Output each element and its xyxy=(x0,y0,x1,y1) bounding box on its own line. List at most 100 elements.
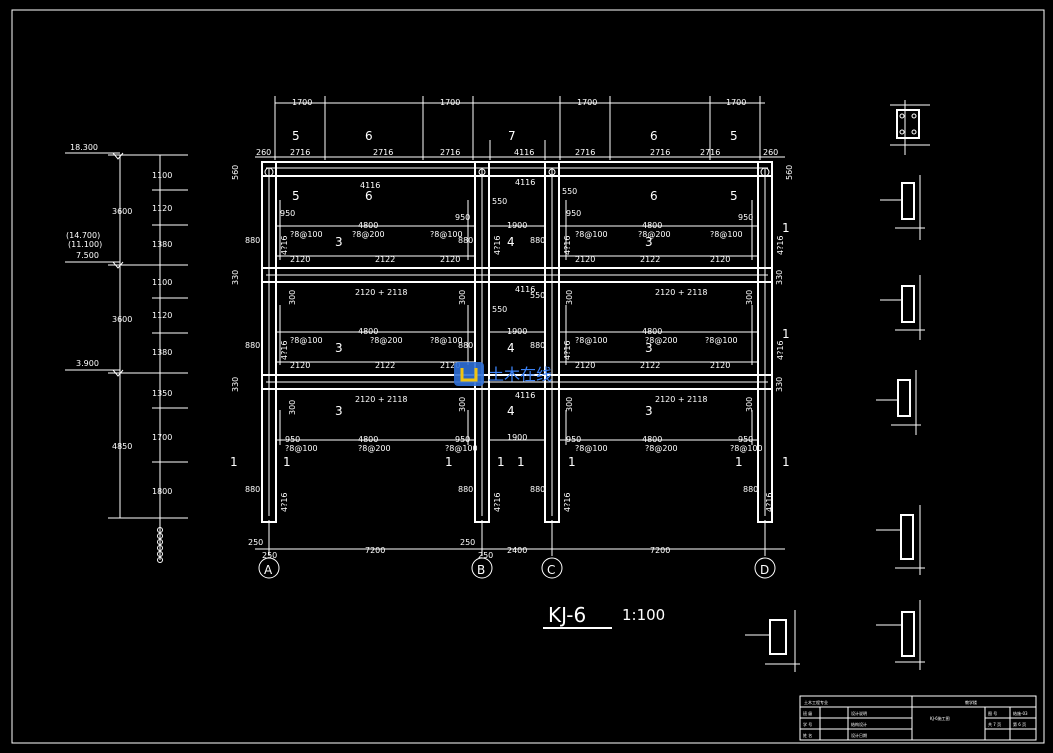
mark-5a: 5 xyxy=(292,129,300,143)
tb-sheet-title: KJ-6施工图 xyxy=(930,715,950,721)
top-row-5: 2716 xyxy=(575,148,595,157)
seg-2: 1120 xyxy=(152,204,172,213)
axis-bubble-d xyxy=(754,557,776,579)
hook-b2: 880 xyxy=(458,341,473,350)
hook-b1: 880 xyxy=(458,485,473,494)
depth-a2: 300 xyxy=(288,290,297,305)
vert-3: 330 xyxy=(231,377,240,392)
elev-label-3: (11.100) xyxy=(68,240,102,249)
col-b-label2: 4?16 xyxy=(493,235,502,255)
col2-a: 550 xyxy=(562,187,577,196)
mark-3d: 3 xyxy=(645,341,653,355)
stirrup-c3: ?8@200 xyxy=(638,230,671,239)
elev-label-5: 3.900 xyxy=(76,359,99,368)
col-b-label: 4?16 xyxy=(493,492,502,512)
hook-a2: 880 xyxy=(245,341,260,350)
stirrup2-d2: ?8@100 xyxy=(705,336,738,345)
hook-c1: 880 xyxy=(530,485,545,494)
mark-4c: 4 xyxy=(507,404,515,418)
mark-1j: 1 xyxy=(782,455,790,469)
axis-bubble-c xyxy=(541,557,563,579)
stirrup2-b2: ?8@100 xyxy=(430,336,463,345)
top-row-4: 4116 xyxy=(514,148,534,157)
mid2-a3: 2120 xyxy=(440,361,460,370)
seg-7: 1350 xyxy=(152,389,172,398)
tb-school: 土木工程专业 xyxy=(804,699,828,705)
mid2-c3: 2120 xyxy=(710,361,730,370)
rebar-top-c: 4116 xyxy=(515,178,535,187)
tb-right-4: 第 6 页 xyxy=(1013,721,1026,727)
bottom-off-2: 250 xyxy=(262,551,277,560)
top-end-2: 260 xyxy=(763,148,778,157)
title-block: 土木工程专业 教学楼 KJ-6施工图 班 级 学 号 姓 名 设计说明 结构设计… xyxy=(799,695,1037,741)
elev-label-2: (14.700) xyxy=(66,231,100,240)
mark-3b: 3 xyxy=(645,235,653,249)
mid2-c1: 2120 xyxy=(575,361,595,370)
top-dim-2: 1700 xyxy=(440,98,460,107)
col-d-label3: 4?16 xyxy=(776,340,785,360)
col-c-label: 4?16 xyxy=(563,492,572,512)
section-7 xyxy=(769,619,787,655)
storey-height-3: 4850 xyxy=(112,442,132,451)
elev-label-1: 18.300 xyxy=(70,143,98,152)
mark-6d: 6 xyxy=(650,189,658,203)
col-a-label3: 4?16 xyxy=(280,340,289,360)
tb-row-2: 学 号 xyxy=(803,721,812,727)
vert-top: 560 xyxy=(785,165,794,180)
end-d1: 950 xyxy=(738,435,753,444)
col-d-label: 4?16 xyxy=(765,492,774,512)
mid2-a2: 2122 xyxy=(375,361,395,370)
section-1 xyxy=(896,109,920,139)
top-row-6: 2716 xyxy=(650,148,670,157)
mark-4a: 4 xyxy=(507,235,515,249)
drawing-scale: 1:100 xyxy=(622,606,665,624)
col2-c: 550 xyxy=(492,197,507,206)
rebar-top-c1: 4116 xyxy=(515,391,535,400)
top-dim-4: 1700 xyxy=(726,98,746,107)
top-dim-1: 1700 xyxy=(292,98,312,107)
span-label-a2: 4800 xyxy=(358,327,378,336)
tb-right-3: 结施-03 xyxy=(1013,710,1028,716)
span-b1: 1900 xyxy=(507,433,527,442)
axis-bubble-a xyxy=(258,557,280,579)
tb-row-3: 姓 名 xyxy=(803,732,812,738)
storey-height-2: 3600 xyxy=(112,315,132,324)
lap-c1: 2120 + 2118 xyxy=(655,395,708,404)
span-label-c3: 4800 xyxy=(642,221,662,230)
mark-7: 7 xyxy=(508,129,516,143)
hook-d1: 880 xyxy=(743,485,758,494)
vert-5: 330 xyxy=(775,377,784,392)
section-5 xyxy=(900,514,914,560)
section-3 xyxy=(901,285,915,323)
col-a-label: 4?16 xyxy=(280,492,289,512)
mark-1b: 1 xyxy=(782,327,790,341)
depth-c2: 300 xyxy=(565,290,574,305)
mid2-a1: 2120 xyxy=(290,361,310,370)
mark-3f: 3 xyxy=(645,404,653,418)
mark-6b: 6 xyxy=(650,129,658,143)
depth-c1: 300 xyxy=(565,397,574,412)
hook-a3: 880 xyxy=(245,236,260,245)
watermark-text: 土木在线 xyxy=(488,365,552,384)
stirrup-a1: ?8@200 xyxy=(358,444,391,453)
stirrup2-d1: ?8@100 xyxy=(730,444,763,453)
rebar-top-c2: 4116 xyxy=(515,285,535,294)
mid-c3: 2120 xyxy=(710,255,730,264)
mark-1g: 1 xyxy=(517,455,525,469)
col-c-label3: 4?16 xyxy=(563,340,572,360)
stirrup2-c1: ?8@100 xyxy=(575,444,608,453)
stirrup2-c3: ?8@100 xyxy=(575,230,608,239)
mid2-c2: 2122 xyxy=(640,361,660,370)
span-label-a3: 4800 xyxy=(358,221,378,230)
depth-a1: 300 xyxy=(288,400,297,415)
mark-1i: 1 xyxy=(735,455,743,469)
top-row-1: 2716 xyxy=(290,148,310,157)
floor-beam-3 xyxy=(261,267,773,283)
seg-8: 1700 xyxy=(152,433,172,442)
span-b2: 1900 xyxy=(507,327,527,336)
mark-1c: 1 xyxy=(230,455,238,469)
mark-1e: 1 xyxy=(445,455,453,469)
stirrup2-b3: ?8@100 xyxy=(430,230,463,239)
